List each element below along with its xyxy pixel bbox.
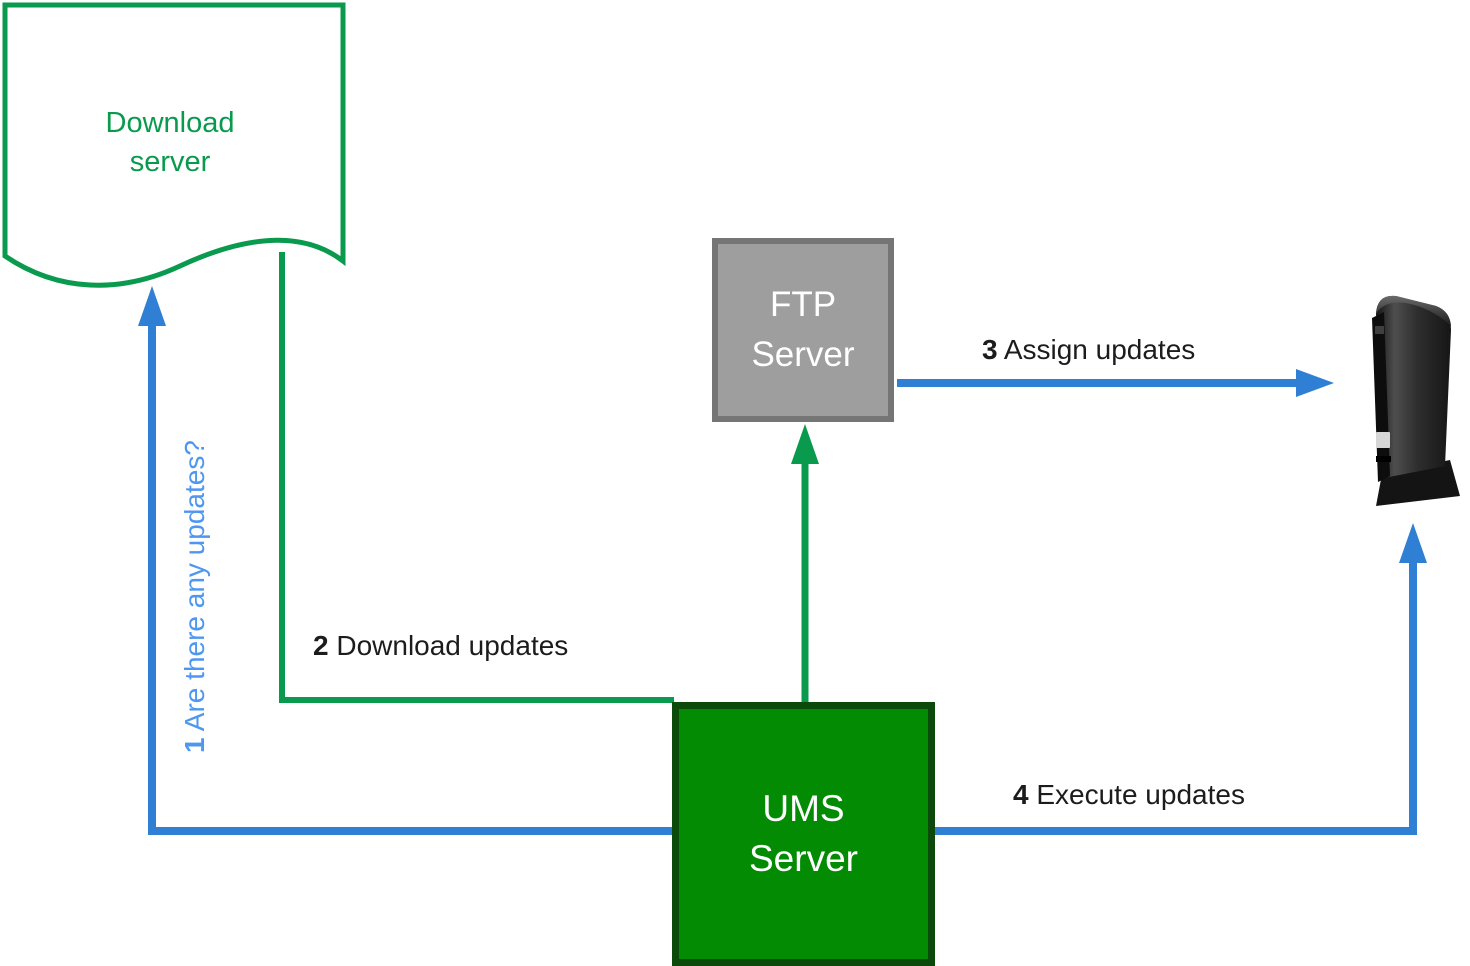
- ums-server-node: UMS Server: [672, 702, 935, 966]
- arrow-4-text: Execute updates: [1036, 779, 1245, 810]
- arrow-3-number: 3: [982, 334, 998, 365]
- arrow-4-number: 4: [1013, 779, 1029, 810]
- ums-server-label-line1: UMS: [762, 788, 845, 829]
- device-label-sticker: [1376, 432, 1390, 448]
- arrow-3-assign-updates: [897, 369, 1334, 397]
- arrow-3-text: Assign updates: [1003, 334, 1196, 365]
- ftp-server-label-line1: FTP: [769, 285, 837, 324]
- ftp-server-node: FTP Server: [712, 238, 894, 422]
- arrow-2-number: 2: [313, 630, 329, 661]
- thin-client-device-image: [1372, 295, 1460, 506]
- device-side-panel: [1376, 295, 1451, 478]
- arrow-ums-to-ftp: [791, 424, 819, 702]
- device-logo: [1375, 326, 1384, 334]
- arrow-2-text: Download updates: [336, 630, 569, 661]
- ums-server-label-line2: Server: [749, 838, 858, 879]
- arrow-1-number: 1: [179, 737, 210, 753]
- arrow-4-label: 4 Execute updates: [1013, 779, 1245, 811]
- download-server-label: Download server: [105, 107, 235, 178]
- device-slot: [1376, 456, 1391, 462]
- arrow-4-execute-updates: [1399, 523, 1427, 835]
- device-top-cap: [1376, 295, 1451, 326]
- document-shape-outline: [2, 2, 346, 288]
- download-server-node: [2, 2, 346, 288]
- ftp-server-label-line2: Server: [751, 335, 855, 374]
- arrow-3-label: 3 Assign updates: [982, 334, 1195, 366]
- arrow-1-label: 1 Are there any updates?: [179, 333, 211, 753]
- arrow-2-label: 2 Download updates: [313, 630, 568, 662]
- arrow-1-text: Are there any updates?: [179, 440, 210, 732]
- arrow-1-updates-query: [138, 286, 166, 835]
